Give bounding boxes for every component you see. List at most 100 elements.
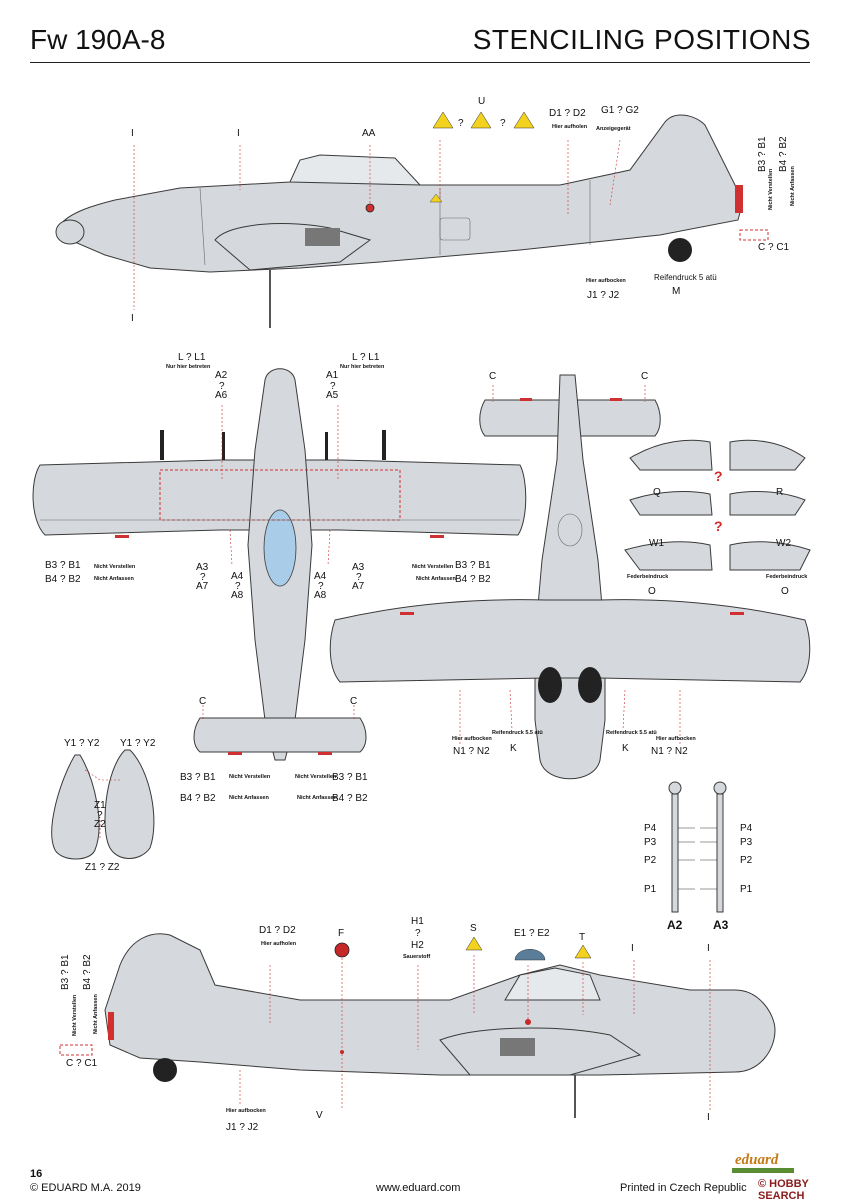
plan-wing xyxy=(329,599,811,683)
bottom-e-marker xyxy=(525,1019,531,1025)
label-question: ? xyxy=(97,810,103,821)
bottom-exhaust-grille xyxy=(500,1038,535,1056)
top-exhaust-grille xyxy=(305,228,340,246)
label-i: I xyxy=(131,128,134,139)
label-r: R xyxy=(776,487,784,498)
top-canopy xyxy=(289,154,422,186)
gear-door-o-left xyxy=(624,541,713,571)
label-i: I xyxy=(707,943,710,954)
top-leader-g xyxy=(609,139,621,206)
label-o: O xyxy=(648,586,656,597)
drop-tank-right xyxy=(104,749,155,859)
label-p1: P1 xyxy=(644,884,657,895)
plan-hatch xyxy=(557,513,583,547)
strut-a3-leg xyxy=(716,793,724,913)
label-e: E1 ? E2 xyxy=(514,928,550,939)
label-j: J1 ? J2 xyxy=(587,290,620,301)
top-warning-triangle xyxy=(432,111,454,129)
label-question: ? xyxy=(235,581,241,592)
label-p2: P2 xyxy=(644,855,657,866)
label-k: K xyxy=(622,743,629,754)
label-l: L ? L1 xyxy=(352,352,380,363)
top-tail-stencil-red xyxy=(735,185,743,213)
label-b3b1: B3 ? B1 xyxy=(60,954,71,990)
label-b4b2: B4 ? B2 xyxy=(332,793,368,804)
label-y: Y1 ? Y2 xyxy=(64,738,100,749)
label-g: G1 ? G2 xyxy=(601,105,639,116)
label-nicht-verstellen: Nicht Verstellen xyxy=(768,168,774,210)
label-nicht-verstellen: Nicht Verstellen xyxy=(94,564,136,570)
label-o: O xyxy=(781,586,789,597)
label-nicht-anfassen: Nicht Anfassen xyxy=(790,166,796,206)
label-hier-aufbocken: Hier aufbocken xyxy=(226,1108,266,1114)
top-warning-triangle xyxy=(470,111,492,129)
label-red-question: ? xyxy=(714,468,723,484)
eduard-logo: eduard xyxy=(735,1152,779,1168)
side-view-bottom xyxy=(59,933,776,1118)
bottom-cc1-stencil-outline xyxy=(59,1044,93,1056)
label-h1: H1 xyxy=(411,916,424,927)
underside-red-marker xyxy=(228,752,242,755)
label-d: D1 ? D2 xyxy=(549,108,586,119)
label-p4: P4 xyxy=(740,823,753,834)
label-red-question: ? xyxy=(714,518,723,534)
copyright: © EDUARD M.A. 2019 xyxy=(30,1182,141,1194)
label-d: D1 ? D2 xyxy=(259,925,296,936)
label-nicht-verstellen: Nicht Verstellen xyxy=(412,564,454,570)
label-i: I xyxy=(707,1112,710,1123)
label-nicht-verstellen: Nicht Verstellen xyxy=(295,774,337,780)
top-aa-roundel xyxy=(365,203,375,213)
underside-leader xyxy=(327,529,331,566)
label-l: L ? L1 xyxy=(178,352,206,363)
label-a3: A3 xyxy=(352,562,365,573)
label-p3: P3 xyxy=(740,837,753,848)
label-b4b2: B4 ? B2 xyxy=(180,793,216,804)
underside-red-marker xyxy=(115,535,129,538)
label-anzeigegeraet: Anzeigegerät xyxy=(596,126,631,132)
label-nicht-anfassen: Nicht Anfassen xyxy=(229,795,269,801)
label-reifendruck: Reifendruck 5.5 atü xyxy=(492,730,543,736)
label-b3b1: B3 ? B1 xyxy=(45,560,81,571)
plan-red-marker xyxy=(610,398,622,401)
plan-leader xyxy=(509,689,513,731)
label-a7: A7 xyxy=(196,581,209,592)
label-c: C xyxy=(489,371,497,382)
top-fuselage xyxy=(59,114,743,273)
label-n: N1 ? N2 xyxy=(651,746,688,757)
label-t: T xyxy=(579,932,586,943)
gear-door-r xyxy=(729,439,806,471)
label-i: I xyxy=(631,943,634,954)
plan-red-marker xyxy=(520,398,532,401)
label-question: ? xyxy=(200,572,206,583)
label-nicht-anfassen: Nicht Anfassen xyxy=(93,994,99,1034)
bottom-fuselage xyxy=(104,933,776,1076)
label-y: Y1 ? Y2 xyxy=(120,738,156,749)
top-cc1-stencil-outline xyxy=(739,229,769,241)
label-federbeindruck: Federbeindruck xyxy=(627,574,669,580)
label-p2: P2 xyxy=(740,855,753,866)
plan-cowl-right xyxy=(578,667,602,703)
label-k: K xyxy=(510,743,517,754)
hobby-search-watermark: © HOBBY SEARCH xyxy=(758,1178,809,1200)
label-hier-aufbocken: Hier aufbocken xyxy=(586,278,626,284)
strut-a3-top xyxy=(713,781,727,795)
label-z1z2: Z1 ? Z2 xyxy=(85,862,120,873)
top-panel-line xyxy=(199,187,206,266)
label-w1: W1 xyxy=(649,538,664,549)
underside-tailplane xyxy=(193,717,367,753)
plan-cowl-left xyxy=(538,667,562,703)
sheet-title: Fw 190A-8 xyxy=(30,24,166,55)
top-spinner xyxy=(55,219,85,245)
label-reifendruck: Reifendruck 5 atü xyxy=(654,273,717,282)
plan-leader xyxy=(622,689,626,731)
label-nicht-verstellen: Nicht Verstellen xyxy=(72,994,78,1036)
underside-gun xyxy=(222,432,225,460)
label-b3b1: B3 ? B1 xyxy=(455,560,491,571)
label-nicht-anfassen: Nicht Anfassen xyxy=(416,576,456,582)
gear-doors xyxy=(624,439,811,571)
website: www.eduard.com xyxy=(376,1182,461,1194)
label-b3b1: B3 ? B1 xyxy=(332,772,368,783)
printed-in: Printed in Czech Republic xyxy=(620,1182,747,1194)
